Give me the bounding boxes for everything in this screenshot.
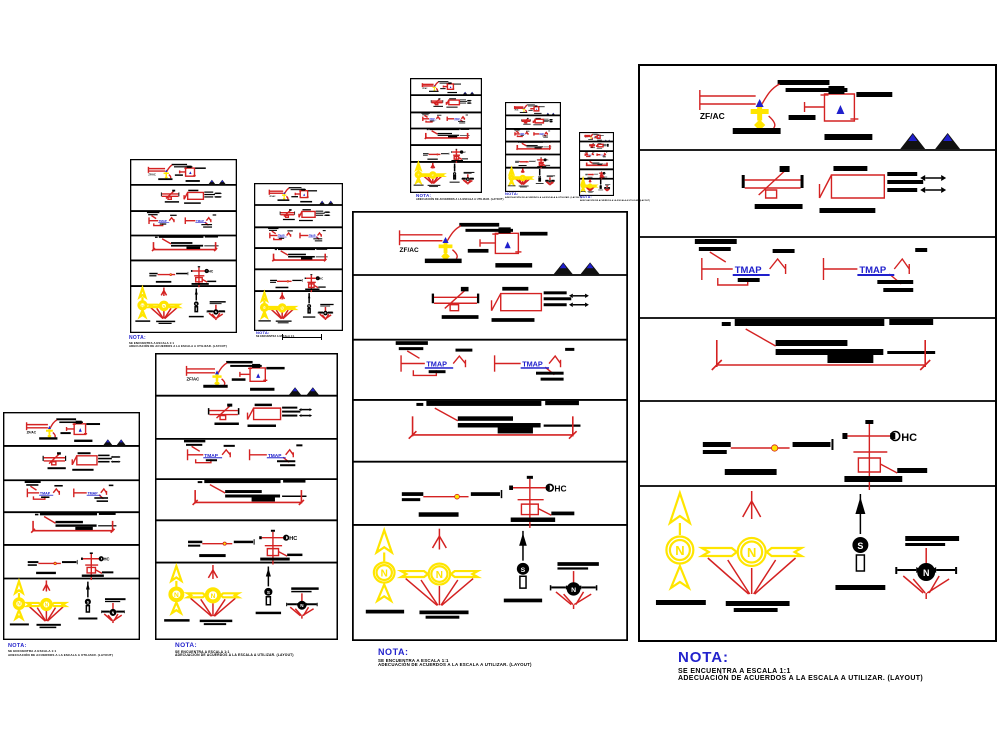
nota-title: NOTA: xyxy=(378,647,409,657)
detail-sheet-xxs-f xyxy=(579,132,614,196)
nota-title: NOTA: xyxy=(580,195,592,199)
nota-block-xs-d: NOTA: ADECUACIÓN DE ACUERDOS A LA ESCALA… xyxy=(416,193,504,202)
nota-title: NOTA: xyxy=(416,193,432,198)
nota-line1: SE ENCUENTRA A ESCALA 1:1 xyxy=(175,649,230,654)
nota-block-sm-a: NOTA: SE ENCUENTRA A ESCALA 1:1 ADECUACI… xyxy=(129,335,227,348)
nota-line2: ADECUACIÓN DE ACUERDOS A LA ESCALA A UTI… xyxy=(416,198,504,202)
nota-line1: SE ENCUENTRA A ESCALA 1:1 xyxy=(256,334,295,338)
detail-sheet-sm-left xyxy=(3,412,140,640)
nota-title: NOTA: xyxy=(256,330,270,335)
nota-line1: SE ENCUENTRA A ESCALA 1:1 xyxy=(378,657,449,663)
nota-line2: ADECUACIÓN DE ACUERDOS A LA ESCALA A UTI… xyxy=(175,653,294,658)
nota-line2: ADECUACIÓN DE ACUERDOS A LA ESCALA A UTI… xyxy=(678,674,924,682)
nota-block-md: NOTA: SE ENCUENTRA A ESCALA 1:1 ADECUACI… xyxy=(175,642,294,658)
detail-sheet-lg xyxy=(352,211,628,641)
nota-line2: ADECUACIÓN DE ACUERDOS A LA ESCALA A UTI… xyxy=(8,652,114,657)
nota-title: NOTA: xyxy=(8,643,27,649)
scale-ruler xyxy=(282,331,322,340)
detail-sheet-md xyxy=(155,353,338,640)
nota-block-sm-b: NOTA: SE ENCUENTRA A ESCALA 1:1 xyxy=(256,330,295,338)
detail-sheet-xl xyxy=(638,64,997,642)
detail-sheet-sm-a xyxy=(130,159,237,333)
detail-sheet-xs-d xyxy=(410,78,482,193)
nota-line1: SE ENCUENTRA A ESCALA 1:1 xyxy=(8,649,57,654)
nota-block-xs-e: NOTA: ADECUACIÓN DE ACUERDOS A LA ESCALA… xyxy=(505,191,582,199)
nota-line2: ADECUACIÓN DE ACUERDOS A LA ESCALA A UTI… xyxy=(580,200,651,203)
nota-title: NOTA: xyxy=(505,191,519,196)
detail-sheet-sm-b xyxy=(254,183,343,331)
nota-line1: SE ENCUENTRA A ESCALA 1:1 xyxy=(678,667,791,675)
nota-line2: ADECUACIÓN DE ACUERDOS A LA ESCALA A UTI… xyxy=(378,662,532,668)
detail-sheet-xs-e xyxy=(505,102,561,192)
nota-title: NOTA: xyxy=(129,335,146,341)
nota-block-lg: NOTA: SE ENCUENTRA A ESCALA 1:1 ADECUACI… xyxy=(378,647,532,668)
nota-title: NOTA: xyxy=(678,649,729,666)
nota-line2: ADECUACIÓN DE ACUERDOS A LA ESCALA A UTI… xyxy=(129,343,227,348)
nota-title: NOTA: xyxy=(175,642,198,649)
nota-line2: ADECUACIÓN DE ACUERDOS A LA ESCALA A UTI… xyxy=(505,196,582,199)
nota-block-sm-left: NOTA: SE ENCUENTRA A ESCALA 1:1 ADECUACI… xyxy=(8,643,114,657)
nota-block-xl: NOTA: SE ENCUENTRA A ESCALA 1:1 ADECUACI… xyxy=(678,650,923,682)
nota-block-xxs-f: NOTA: ADECUACIÓN DE ACUERDOS A LA ESCALA… xyxy=(580,195,651,203)
nota-line1: SE ENCUENTRA A ESCALA 1:1 xyxy=(129,340,175,345)
